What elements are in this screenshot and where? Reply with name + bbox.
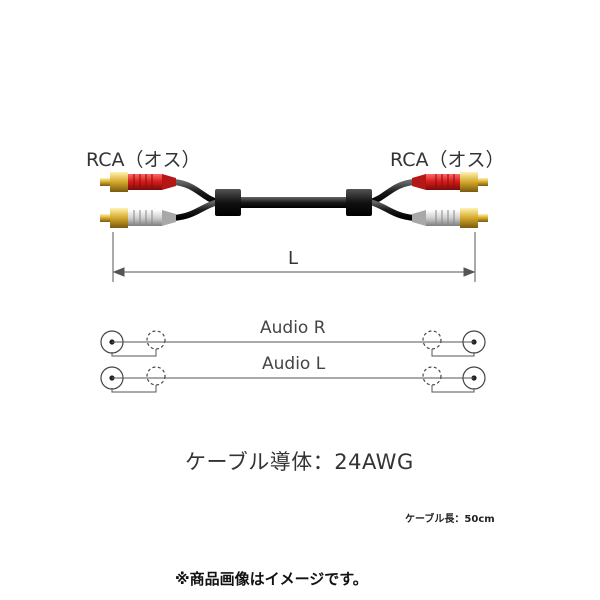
cable-assembly bbox=[100, 172, 488, 228]
left-white-plug bbox=[100, 208, 176, 228]
channel-label-audio-r: Audio R bbox=[260, 318, 326, 338]
right-branch-white-cable bbox=[367, 199, 417, 221]
cable-length-note: ケーブル長：50cm bbox=[405, 514, 495, 525]
main-cable bbox=[216, 197, 372, 208]
right-red-plug bbox=[412, 172, 488, 192]
left-red-plug bbox=[100, 172, 176, 192]
right-white-plug bbox=[412, 208, 488, 228]
right-branch-red-cable bbox=[367, 179, 417, 205]
left-branch-white-cable bbox=[171, 199, 221, 221]
length-dimension bbox=[112, 232, 476, 282]
wiring-audio-r bbox=[100, 330, 486, 357]
left-split-sleeve bbox=[215, 189, 241, 216]
right-connector-label: RCA（オス） bbox=[390, 149, 505, 171]
conductor-spec: ケーブル導体：24AWG bbox=[185, 450, 414, 474]
wiring-audio-l bbox=[100, 366, 486, 393]
image-disclaimer: ※商品画像はイメージです。 bbox=[175, 570, 368, 588]
channel-label-audio-l: Audio L bbox=[262, 354, 326, 374]
left-connector-label: RCA（オス） bbox=[86, 149, 201, 171]
left-branch-red-cable bbox=[171, 179, 221, 205]
length-label: L bbox=[288, 248, 299, 269]
right-split-sleeve bbox=[346, 189, 372, 216]
